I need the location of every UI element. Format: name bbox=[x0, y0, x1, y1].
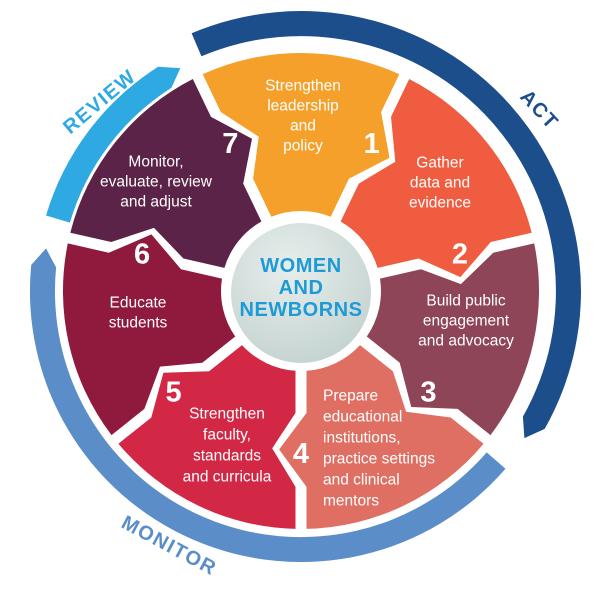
segment-1-shape bbox=[202, 52, 400, 217]
arc-review-shape bbox=[46, 66, 181, 223]
arc-act-shape bbox=[191, 11, 581, 439]
segment-5-shape bbox=[118, 345, 296, 529]
segment-3-shape bbox=[366, 243, 540, 436]
segment-7-shape bbox=[70, 79, 262, 268]
segment-4-shape bbox=[279, 345, 484, 529]
segment-4-number: 4 bbox=[293, 438, 309, 470]
segment-6-shape bbox=[62, 234, 236, 436]
segment-2-number: 2 bbox=[452, 239, 468, 271]
segment-1-number: 1 bbox=[364, 128, 380, 160]
segment-3-number: 3 bbox=[420, 377, 436, 409]
center-circle bbox=[231, 223, 371, 363]
segment-6-number: 6 bbox=[134, 239, 150, 271]
segment-2-shape bbox=[340, 79, 532, 278]
segment-5-number: 5 bbox=[166, 377, 182, 409]
segment-7-number: 7 bbox=[222, 128, 238, 160]
